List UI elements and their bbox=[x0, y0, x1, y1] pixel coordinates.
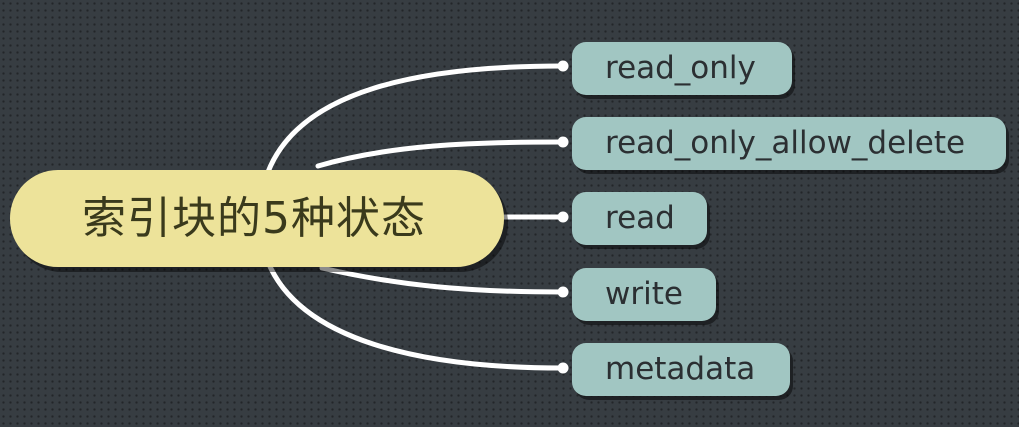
connector-dot-read-only-allow-delete bbox=[557, 136, 569, 148]
connector-dot-read-only bbox=[557, 60, 569, 72]
connector-dot-read bbox=[557, 211, 569, 223]
topic-read[interactable]: read bbox=[572, 192, 707, 245]
topic-read-only-allow-delete[interactable]: read_only_allow_delete bbox=[572, 117, 1006, 170]
connector-dot-metadata bbox=[557, 362, 569, 374]
connector-metadata bbox=[265, 259, 565, 371]
connector-dot-write bbox=[557, 286, 569, 298]
topic-read-only[interactable]: read_only bbox=[572, 42, 792, 95]
connector-read-only-allow-delete bbox=[315, 139, 565, 169]
topic-metadata[interactable]: metadata bbox=[572, 343, 790, 396]
connector-read-only bbox=[265, 63, 565, 175]
central-topic[interactable]: 索引块的5种状态 bbox=[10, 170, 504, 267]
connector-write bbox=[319, 265, 565, 295]
topic-write[interactable]: write bbox=[572, 268, 716, 321]
